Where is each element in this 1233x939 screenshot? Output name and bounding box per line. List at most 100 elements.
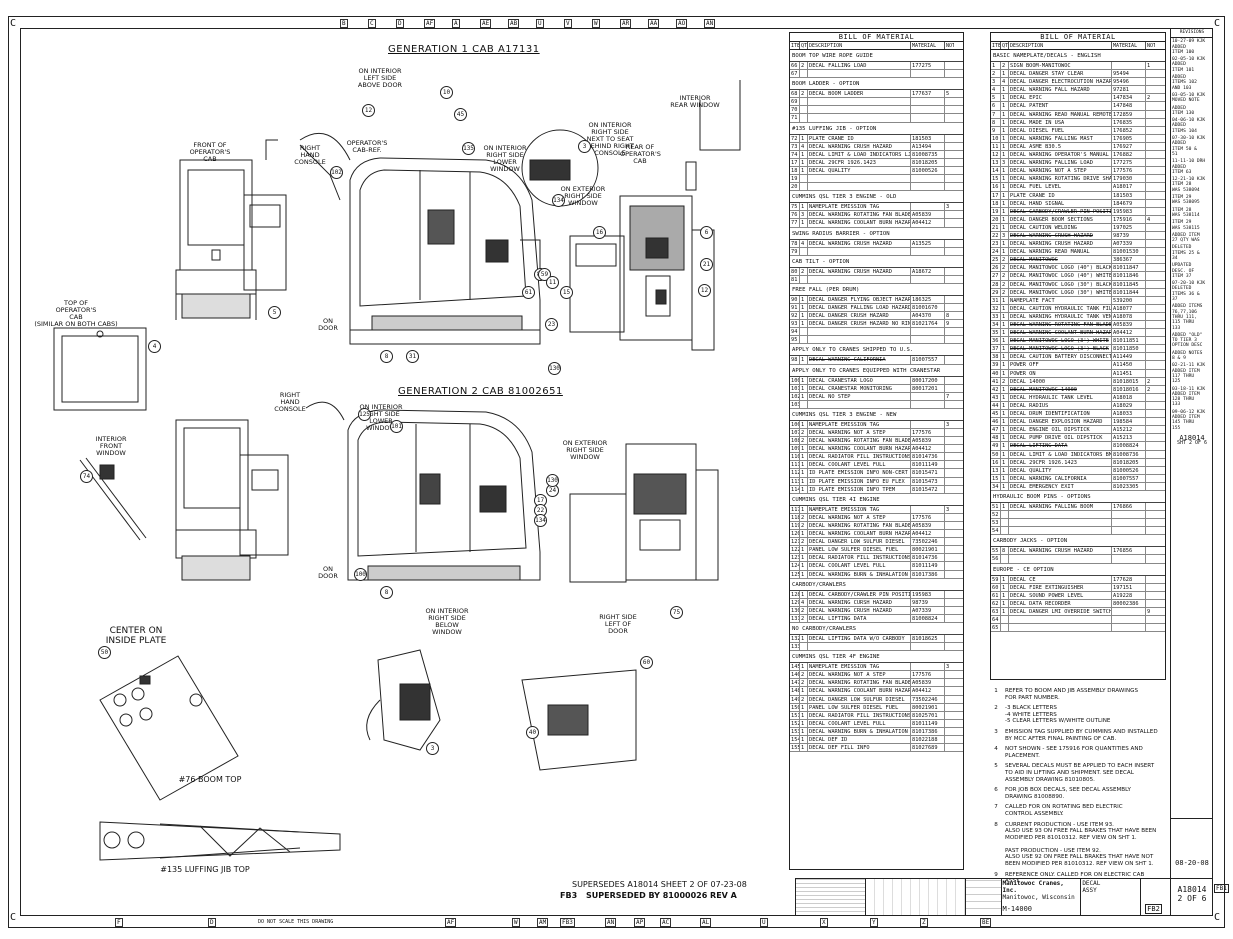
callout-interior-left-side: ON INTERIOR LEFT SIDE ABOVE DOOR [357,67,403,89]
superseded-tag: FB3 [560,891,578,900]
bom-left-qty-cell: 2 [800,679,808,687]
top-zone-label: AF [424,19,436,28]
bom-left-description-cell: DECAL WARNING NOT A STEP [808,513,911,521]
bom-left-material-cell: 81021764 [911,320,945,328]
bottom-zone-label: X [820,918,828,927]
bom-right-item-cell: 65 [991,624,1001,632]
bom-right-note-cell: 2 [1147,95,1151,102]
item-balloon: 50 [98,646,111,659]
bom-right-material-cell: 81011850 [1112,345,1146,353]
note-number: 2 [994,705,998,712]
bom-left-item-cell: 76 [790,211,800,219]
bom-right-item-cell: 2 [991,70,1001,78]
bom-left-note-cell [945,276,954,283]
bom-left-material-cell: 195983 [911,590,945,598]
bottom-zone-label: W [512,918,520,927]
bom-right-note-cell [1146,451,1155,458]
bom-right-item-cell: 35 [991,329,1001,337]
bom-left-material-cell: A04370 [911,312,945,320]
bom-right-col-qty: QTY [1002,42,1009,49]
bom-right-row: 54 [991,527,1165,536]
bom-right-qty-cell [1001,616,1009,624]
bom-right-note-cell [1146,200,1155,207]
bom-right-description-cell: DECAL WARNING FALLING MAST [1009,134,1112,142]
tb-drawing-title: DECAL ASSY [1081,879,1142,915]
top-zone-label: AN [704,19,716,28]
bom-right-item-cell: 16 [991,183,1001,191]
bom-left-qty-cell: 1 [800,295,808,303]
bom-left-material-cell [911,328,945,336]
bom-right-qty-cell: 1 [1001,583,1009,591]
note-text: REFER TO BOOM AND JIB ASSEMBLY DRAWINGS … [1005,688,1139,701]
bom-left-description-cell: NAMEPLATE EMISSION TAG [808,663,911,671]
bom-right-material-cell: 177576 [1112,167,1146,175]
note-text: REFERENCE ONLY. CALLED FOR ON ELECTRIC C… [1005,871,1145,885]
bom-left-description-cell: DECAL WARNING CRUSH HAZARD [808,606,911,614]
bom-right-qty-cell [1001,519,1009,527]
bom-right-material-cell [1112,62,1146,70]
bom-right-item-cell: 42 [991,385,1001,393]
bom-right-qty-cell: 1 [1001,393,1009,401]
bom-right-material-cell [1112,624,1146,632]
revision-entry: DELETED ITEMS 25 & 34 [1172,245,1200,261]
bom-right-description-cell: DECAL FUEL LEVEL [1009,183,1112,191]
top-zone-label: AE [480,19,492,28]
bom-left-material-cell [911,392,945,400]
bom-right-description-cell: DECAL 14000 [1009,377,1112,385]
bom-left-section-title: CUMMINS QSL TIER 4I ENGINE [790,494,963,506]
bom-left-note-cell [945,736,954,743]
bom-left-material-cell: 81000526 [911,166,945,175]
bom-right-item-cell: 54 [991,527,1001,535]
bom-right-item-cell: 5 [991,94,1001,102]
gen1-side-view [299,129,599,345]
bom-right-qty-cell: 1 [1001,110,1009,118]
item-balloon: 12 [362,104,375,117]
bom-right-description-cell: DECAL WARNING FALLING LOAD [1009,159,1112,167]
bom-right-description-cell: DECAL MANITOWOC LOGO (3') WHITE [1009,337,1112,345]
bom-left-note-cell [945,538,954,545]
gen2-cab-title: GENERATION 2 CAB 81002651 [398,386,563,397]
bom-right-description-cell: DECAL SOUND POWER LEVEL [1009,591,1112,599]
side-date: 08-20-08 [1175,859,1209,867]
bom-right-description-cell: DECAL MANITOWOC 14000 [1009,385,1112,393]
bom-left-item-cell: 129 [791,598,800,606]
bom-right-material-cell: 81000526 [1112,466,1146,474]
item-balloon: 130 [546,474,559,487]
bom-left-note-cell [945,744,954,751]
bom-left-note-cell [945,385,954,392]
bom-right-note-cell [1146,70,1155,77]
bom-right-description-cell: DECAL WARNING ROTATING FAN BLADE [1010,321,1112,329]
bom-right-note-cell [1146,111,1155,118]
bom-right-description-cell: DECAL WARNING OPERATOR'S MANUAL [1009,151,1112,159]
revision-entry: ADDED ITEMS 102 AND 103 [1172,75,1197,91]
bom-left-qty-cell: 1 [800,477,808,485]
bom-left-note-cell [945,377,954,384]
bom-right-qty-cell: 1 [1001,142,1009,151]
bom-right-note-cell: 2 [1147,386,1151,393]
bom-left-qty-cell [800,175,808,183]
bom-left-item-cell: 124 [791,562,800,570]
revision-entry: ADDED ITEM 27 QTY WAS [1172,232,1200,244]
callout-rear-of-cab: REAR OF OPERATOR'S CAB [620,143,661,165]
bom-left-description-cell: DECAL DEF FILL INFO [808,744,911,752]
bom-right-header: ITEM QTY DESCRIPTION MATERIAL NOTE [991,42,1165,50]
bom-right-material-cell: 175916 [1112,215,1146,223]
bom-left-description-cell [808,98,911,106]
bom-left-item-cell: 109 [791,445,800,453]
bom-left-item-cell: 69 [790,98,800,106]
bom-left-row: 20 [790,183,963,192]
bom-right-qty-cell: 1 [1001,215,1009,223]
bom-left-description-cell [808,247,911,255]
bom-left-description-cell: DECAL FALLING LOAD [808,62,911,70]
